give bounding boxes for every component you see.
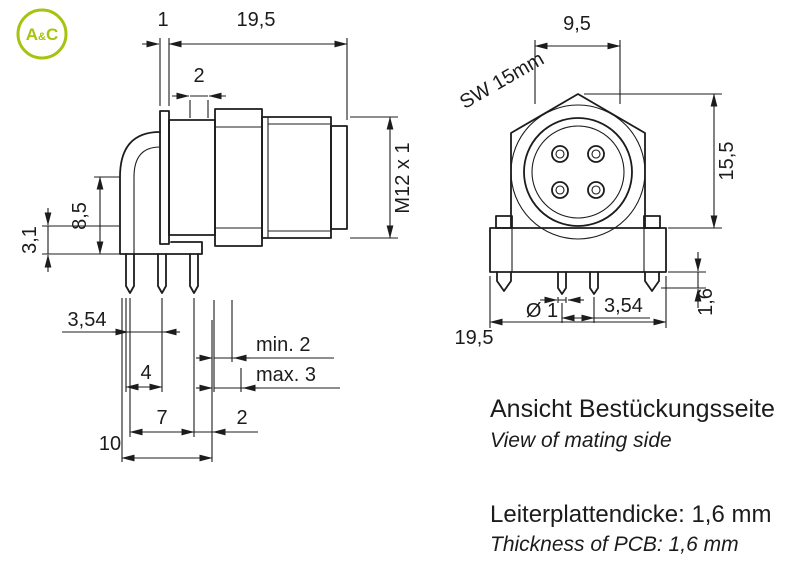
flange-plate <box>159 110 170 245</box>
dim-9-5-extensions <box>534 40 621 104</box>
dim-label-8-5: 8,5 <box>69 202 91 230</box>
brand-logo: A&C <box>16 8 68 60</box>
logo-circle <box>16 8 68 60</box>
rear-pin-2 <box>589 271 599 295</box>
thread-extension-lines <box>350 116 398 239</box>
dim-label-max-3: max. 3 <box>256 364 316 386</box>
dim-label-3-54: 3,54 <box>68 309 107 331</box>
dim-2-extensions <box>189 95 209 118</box>
dim-label-3-54-right: 3,54 <box>604 295 643 317</box>
logo-letter-c: C <box>46 25 58 44</box>
dim-2b-extensions <box>194 320 258 462</box>
peg-right <box>644 271 660 292</box>
bracket-tab-right <box>643 215 661 229</box>
dim-3-1-extensions <box>42 225 120 254</box>
dim-pin-extensions <box>557 297 567 303</box>
dim-label-pin-dia: Ø 1 <box>526 300 558 322</box>
dim-label-2-bottom: 2 <box>236 407 247 429</box>
dim-15-5-extensions <box>584 93 722 229</box>
front-view-dimensions: 9,5 SW 15mm 15,5 1,6 Ø 1 3,54 19,5 <box>455 13 738 349</box>
logo-ampersand: & <box>38 31 46 43</box>
top-extension-lines <box>159 38 348 120</box>
dim-label-sw-15mm: SW 15mm <box>456 48 548 114</box>
dim-label-10: 10 <box>99 433 121 455</box>
elbow-inner-line <box>133 146 161 254</box>
thread-section <box>261 116 332 239</box>
caption-pcb-en: Thickness of PCB: 1,6 mm <box>490 533 739 556</box>
logo-label: A&C <box>26 25 59 44</box>
dim-label-19-5-right: 19,5 <box>455 327 494 349</box>
bracket-inner-lines <box>511 228 645 272</box>
hex-chamfer-circle <box>510 104 646 240</box>
hex-nut-flat-lines <box>215 126 262 229</box>
thread-relief-lines <box>267 117 331 238</box>
bracket-tab-left <box>495 215 513 229</box>
logo-letter-a: A <box>26 25 38 44</box>
body-section <box>168 119 216 236</box>
side-view: 1 19,5 2 M12 x 1 8,5 3,1 <box>19 9 414 462</box>
pin-3 <box>189 253 199 294</box>
dim-max3-extensions <box>214 368 340 392</box>
dim-label-19-5: 19,5 <box>237 9 276 31</box>
hex-nut-front <box>510 93 646 229</box>
dim-label-9-5: 9,5 <box>563 13 591 35</box>
front-view: 9,5 SW 15mm 15,5 1,6 Ø 1 3,54 19,5 <box>455 13 738 349</box>
dim-label-7: 7 <box>156 407 167 429</box>
elbow-housing <box>119 131 203 255</box>
connector-face-circle <box>523 117 633 227</box>
captions: Ansicht Bestückungsseite View of mating … <box>490 395 775 556</box>
peg-left <box>496 271 512 292</box>
caption-view-en: View of mating side <box>490 429 672 452</box>
rear-pin-1 <box>557 271 567 295</box>
mounting-bracket <box>489 227 667 273</box>
dim-label-min-2: min. 2 <box>256 334 310 356</box>
dim-label-15-5: 15,5 <box>716 142 738 181</box>
pin-2 <box>157 253 167 294</box>
pin-1 <box>125 253 135 294</box>
dim-label-1-6: 1,6 <box>695 288 717 316</box>
dim-label-front-2: 2 <box>193 65 204 87</box>
side-view-dimensions: 1 19,5 2 M12 x 1 8,5 3,1 <box>19 9 414 462</box>
dim-label-m12x1: M12 x 1 <box>392 142 414 213</box>
insert-circle <box>531 125 625 219</box>
dim-label-3-1: 3,1 <box>19 226 41 254</box>
dim-label-flange-1: 1 <box>157 9 168 31</box>
dim-label-4: 4 <box>140 362 151 384</box>
side-view-body <box>119 108 348 294</box>
dim-7-extensions <box>129 298 195 437</box>
contact-sockets <box>551 145 605 199</box>
hex-nut-side <box>214 108 263 247</box>
caption-pcb-de: Leiterplattendicke: 1,6 mm <box>490 501 771 528</box>
front-view-body <box>489 93 667 295</box>
caption-view-de: Ansicht Bestückungsseite <box>490 395 775 423</box>
dim-1-6-extensions <box>661 271 706 289</box>
coupling-end <box>330 125 348 230</box>
